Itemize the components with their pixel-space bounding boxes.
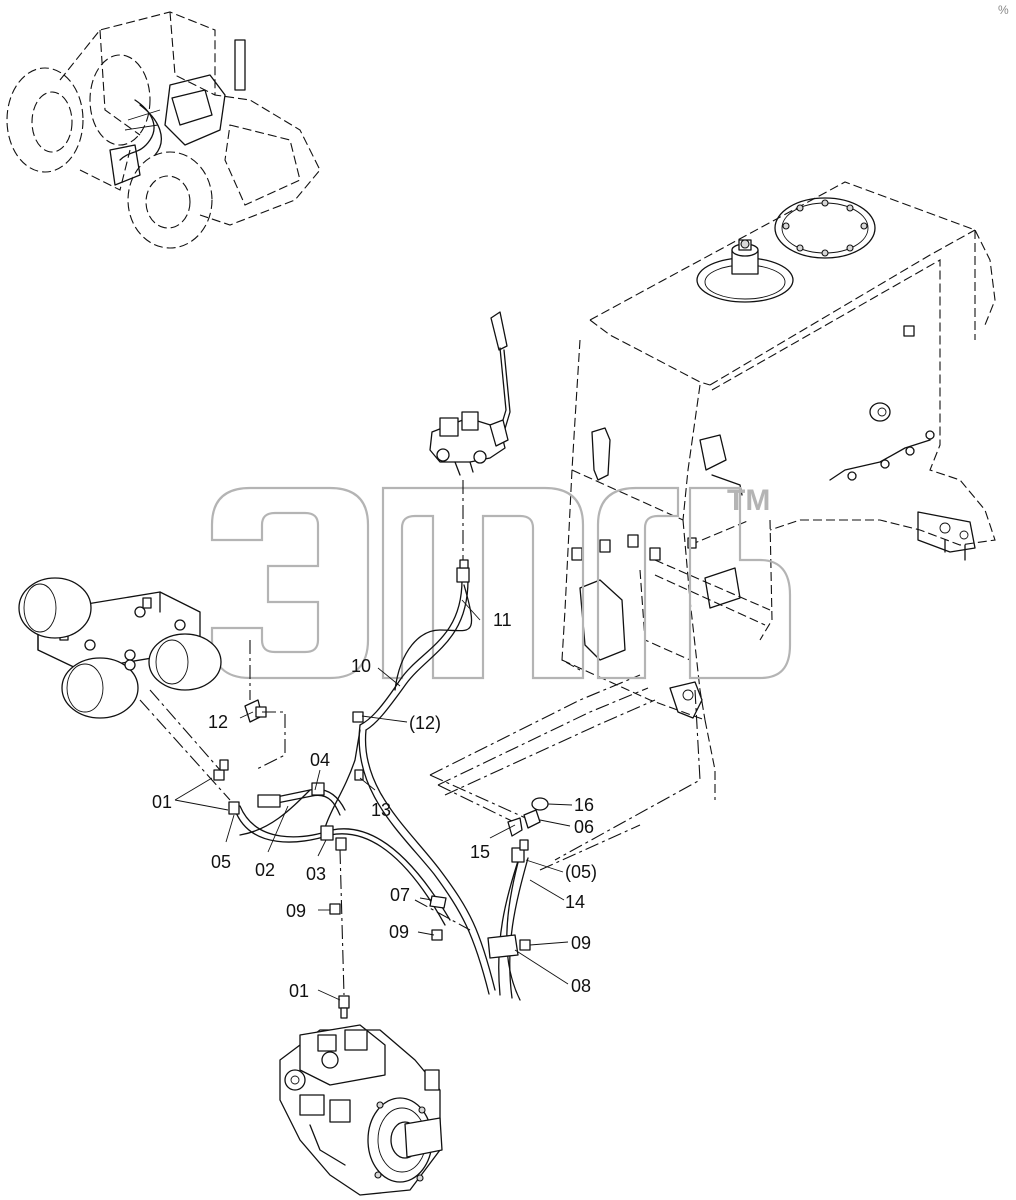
callout-labels: 11 10 (12) 12 04 13 01 16 06 15 05 02 03…	[152, 610, 597, 1001]
callout-09-left: 09	[286, 901, 306, 921]
callout-05-ref: (05)	[565, 862, 597, 882]
callout-04: 04	[310, 750, 330, 770]
routing-lines	[429, 674, 701, 871]
hydraulic-pump	[279, 1024, 443, 1196]
callout-02: 02	[255, 860, 275, 880]
callout-09-right: 09	[571, 933, 591, 953]
leader-lines	[174, 599, 573, 1001]
callout-01-lower: 01	[289, 981, 309, 1001]
callout-15: 15	[470, 842, 490, 862]
callout-06: 06	[574, 817, 594, 837]
callout-13: (12)	[409, 713, 441, 733]
callout-11: 12	[208, 712, 228, 732]
callout-03: 03	[306, 864, 326, 884]
callout-09-mid: 09	[389, 922, 409, 942]
hydraulic-tank-structure	[561, 181, 996, 800]
accumulator-assembly	[18, 577, 222, 719]
callout-07: 07	[390, 885, 410, 905]
callout-16: 16	[574, 795, 594, 815]
callout-10: 10	[351, 656, 371, 676]
watermark-logo: TM	[210, 484, 792, 680]
fittings	[213, 559, 549, 1019]
centerlines	[139, 480, 471, 996]
callout-01-upper: 01	[152, 792, 172, 812]
watermark-trademark: TM	[727, 484, 770, 517]
callout-14: 13	[371, 800, 391, 820]
corner-mark: %	[998, 3, 1009, 17]
callout-12-ref: 14	[565, 892, 585, 912]
callout-12: 11	[493, 610, 512, 630]
control-valve-lever	[429, 311, 511, 476]
callout-08: 08	[571, 976, 591, 996]
callout-05: 05	[211, 852, 231, 872]
machine-overview-inset	[6, 11, 321, 249]
